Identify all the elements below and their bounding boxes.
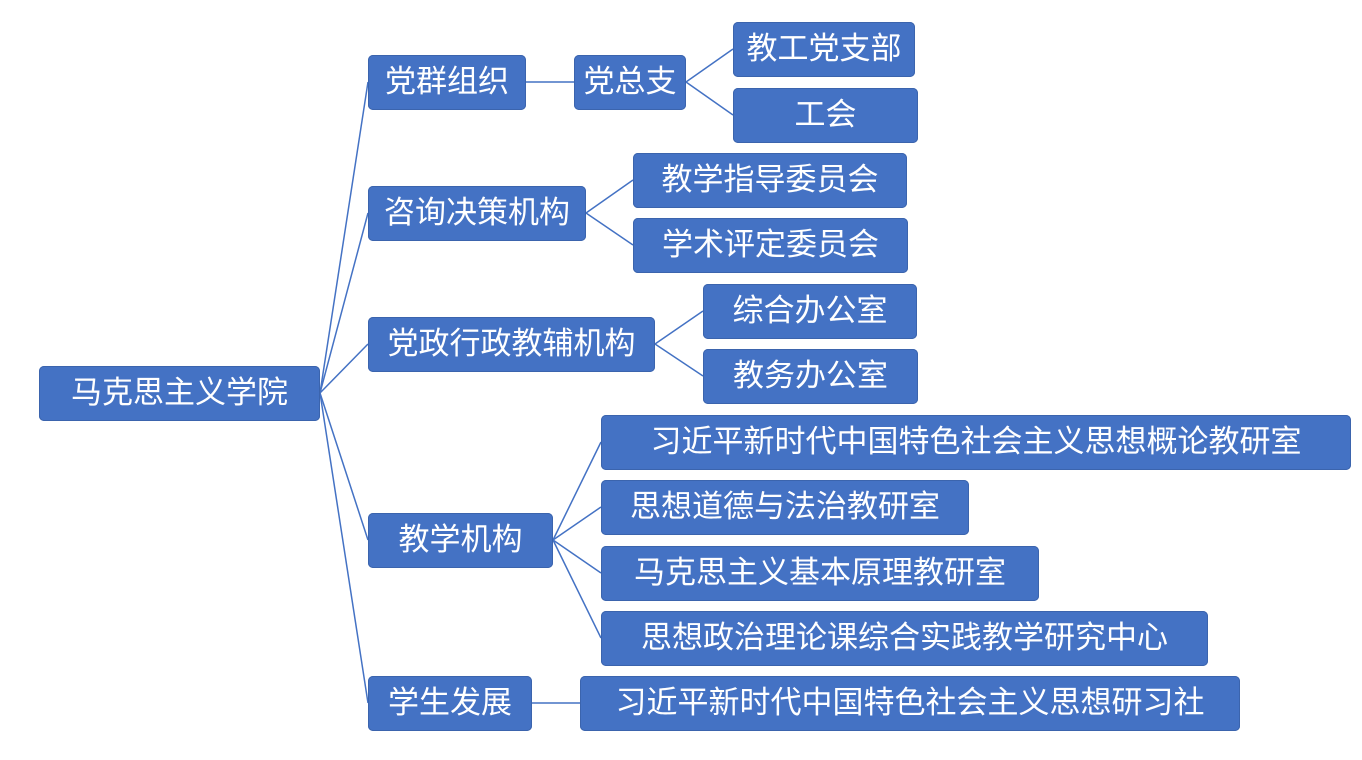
connector-admin-academic-office xyxy=(654,343,704,377)
connector-branch-teacher xyxy=(685,48,734,83)
connector-root-admin xyxy=(319,343,369,394)
node-teaching-section-1: 习近平新时代中国特色社会主义思想概论教研室 xyxy=(601,415,1351,470)
node-student-study-society: 习近平新时代中国特色社会主义思想研习社 xyxy=(580,676,1240,731)
connector-teaching-3 xyxy=(552,539,602,574)
connector-admin-general-office xyxy=(654,310,704,345)
node-academic-evaluation-committee: 学术评定委员会 xyxy=(633,218,908,273)
node-teaching-org: 教学机构 xyxy=(368,513,553,568)
connector-teaching-2 xyxy=(552,506,602,541)
connector-root-student xyxy=(319,392,369,704)
connector-consult-teaching-committee xyxy=(585,179,634,214)
node-teaching-section-4: 思想政治理论课综合实践教学研究中心 xyxy=(601,611,1208,666)
node-faculty-party-branch: 教工党支部 xyxy=(733,22,915,77)
node-consult-decision: 咨询决策机构 xyxy=(368,186,586,241)
connector-root-teaching xyxy=(319,392,369,541)
node-party-mass-org: 党群组织 xyxy=(368,55,526,110)
connector-root-party xyxy=(319,81,369,394)
node-party-admin-support: 党政行政教辅机构 xyxy=(368,317,655,372)
connector-teaching-4 xyxy=(552,539,602,639)
node-teaching-section-3: 马克思主义基本原理教研室 xyxy=(601,546,1039,601)
node-general-office: 综合办公室 xyxy=(703,284,917,339)
root-node: 马克思主义学院 xyxy=(39,366,320,421)
connector-consult-academic-committee xyxy=(585,212,634,246)
connector-branch-union xyxy=(685,81,734,116)
connector-teaching-1 xyxy=(552,441,602,541)
node-labor-union: 工会 xyxy=(733,88,918,143)
connector-root-consult xyxy=(319,212,369,394)
node-teaching-guidance-committee: 教学指导委员会 xyxy=(633,153,907,208)
node-teaching-section-2: 思想道德与法治教研室 xyxy=(601,480,969,535)
node-academic-affairs-office: 教务办公室 xyxy=(703,349,918,404)
node-party-general-branch: 党总支 xyxy=(574,55,686,110)
node-student-development: 学生发展 xyxy=(368,676,532,731)
